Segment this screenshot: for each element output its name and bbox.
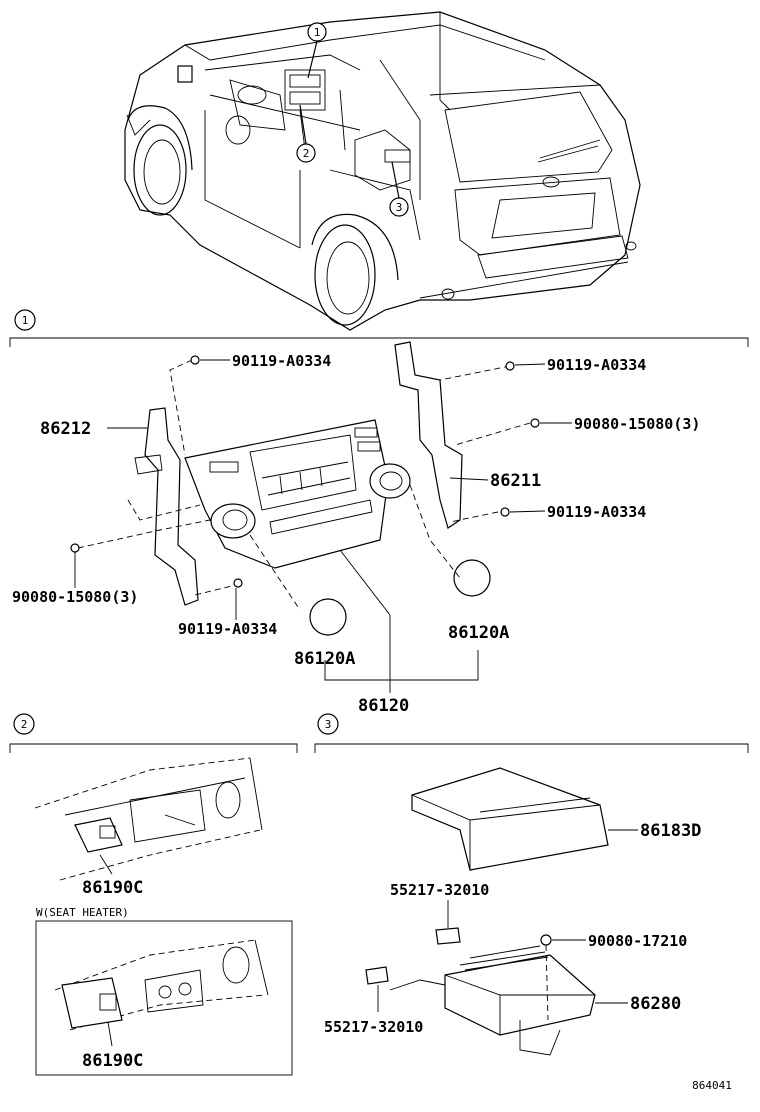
label-86120: 86120	[358, 696, 409, 716]
section-2-marker-text: 2	[21, 718, 28, 731]
label-86120a-right: 86120A	[448, 623, 509, 643]
callout-3-text: 3	[396, 201, 403, 214]
clip-55217-upper	[435, 927, 461, 945]
label-86212: 86212	[40, 419, 91, 439]
section-2: 2 86190C W(SEAT HEATER) 86190C	[9, 713, 298, 1076]
label-86280: 86280	[630, 994, 681, 1014]
section-1: 1	[9, 309, 749, 716]
callout-2-text: 2	[303, 147, 310, 160]
section-2-marker	[13, 713, 35, 735]
callout-1-text: 1	[314, 26, 321, 39]
section-1-marker	[14, 309, 36, 331]
label-90119-a0334-right: 90119-A0334	[547, 503, 646, 521]
callout-1-circle	[307, 22, 327, 42]
label-90080-15080-right: 90080-15080(3)	[574, 415, 700, 433]
bracket-86212	[144, 407, 199, 606]
control-panel-86120	[184, 419, 389, 569]
label-55217-32010-lower: 55217-32010	[324, 1018, 423, 1036]
section-2-bracket	[9, 743, 298, 753]
knob-86120a-left	[309, 598, 347, 636]
callout-2-circle	[296, 143, 316, 163]
label-seat-heater: W(SEAT HEATER)	[36, 906, 129, 919]
label-90080-17210: 90080-17210	[588, 932, 687, 950]
section-3-marker-text: 3	[325, 718, 332, 731]
seat-heater-box	[35, 920, 293, 1076]
switch-86190c-bottom	[61, 977, 123, 1029]
section-3-bracket	[314, 743, 749, 753]
label-90119-a0334-top-left: 90119-A0334	[232, 352, 331, 370]
label-86211: 86211	[490, 471, 541, 491]
section-1-marker-text: 1	[22, 314, 29, 327]
label-90119-a0334-bottom: 90119-A0334	[178, 620, 277, 638]
label-86190c-top: 86190C	[82, 878, 143, 898]
label-86183d: 86183D	[640, 821, 701, 841]
cover-86183d	[411, 767, 609, 871]
section-3: 3 86183D 55217-32010 55217-32010 90080-1…	[314, 713, 749, 1056]
figure-id: 864041	[692, 1079, 732, 1092]
label-90080-15080-left: 90080-15080(3)	[12, 588, 138, 606]
callout-3-circle	[389, 197, 409, 217]
knob-86120a-right	[453, 559, 491, 597]
section-3-marker	[317, 713, 339, 735]
section-1-bracket	[9, 337, 749, 347]
bracket-86211	[394, 341, 463, 529]
switch-86190c-top	[74, 817, 123, 853]
label-86120a-left: 86120A	[294, 649, 355, 669]
label-86190c-bottom: 86190C	[82, 1051, 143, 1071]
vehicle-illustration: 1 2 3	[124, 11, 641, 331]
clip-55217-lower	[365, 966, 389, 985]
label-90119-a0334-top-right: 90119-A0334	[547, 356, 646, 374]
label-55217-32010-upper: 55217-32010	[390, 881, 489, 899]
